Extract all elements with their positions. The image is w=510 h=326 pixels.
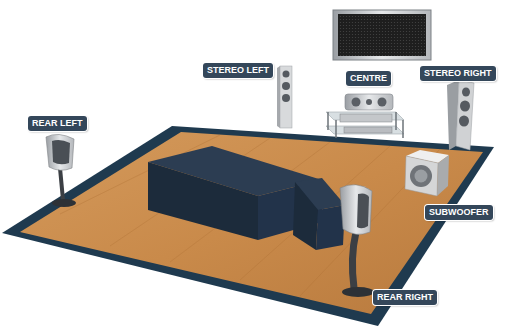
centre-speaker bbox=[345, 94, 393, 110]
speaker-driver bbox=[366, 99, 372, 105]
speaker-driver bbox=[282, 94, 290, 102]
rear-speaker bbox=[340, 185, 372, 235]
wood-floor bbox=[20, 132, 483, 314]
label-text: SUBWOOFER bbox=[429, 207, 489, 218]
speaker-driver bbox=[459, 116, 469, 127]
speaker-driver bbox=[282, 82, 290, 90]
speaker-side bbox=[277, 66, 280, 128]
plank-line bbox=[300, 149, 440, 296]
label-text: REAR LEFT bbox=[32, 118, 83, 129]
subwoofer-cone bbox=[415, 170, 428, 183]
tv-frame bbox=[333, 10, 431, 60]
player bbox=[344, 127, 392, 133]
label-text: STEREO RIGHT bbox=[424, 68, 492, 79]
speaker-driver bbox=[352, 98, 361, 107]
speaker-label: REAR RIGHT bbox=[373, 290, 437, 305]
receiver bbox=[340, 114, 392, 122]
tower-speaker bbox=[280, 66, 292, 128]
speaker-label: SUBWOOFER bbox=[425, 205, 493, 220]
label-text: STEREO LEFT bbox=[207, 65, 269, 76]
subwoofer-driver bbox=[410, 165, 432, 187]
speaker-face bbox=[52, 140, 70, 164]
subwoofer-box bbox=[405, 156, 438, 196]
floor-planks bbox=[60, 135, 440, 296]
label-text: CENTRE bbox=[350, 73, 387, 84]
speaker-label: STEREO RIGHT bbox=[420, 66, 496, 81]
stand-base bbox=[52, 199, 76, 207]
sofa bbox=[148, 146, 345, 250]
sofa-front bbox=[148, 162, 258, 240]
speaker-driver bbox=[462, 88, 470, 97]
tower-speaker bbox=[456, 80, 474, 150]
rack-leg bbox=[327, 112, 329, 130]
speaker-driver bbox=[460, 101, 470, 112]
rack-leg bbox=[402, 120, 404, 138]
speaker-driver bbox=[283, 71, 290, 78]
rear-speaker bbox=[46, 134, 74, 170]
stand-base bbox=[342, 287, 374, 297]
av-rack bbox=[326, 94, 404, 138]
subwoofer-side bbox=[437, 155, 449, 196]
glass-shelf bbox=[326, 126, 404, 134]
speaker-label: STEREO LEFT bbox=[203, 63, 273, 78]
floor-border bbox=[2, 126, 494, 326]
speaker-label: CENTRE bbox=[346, 71, 391, 86]
speaker-stand bbox=[60, 168, 63, 200]
speaker-driver bbox=[378, 98, 387, 107]
sofa-front bbox=[293, 182, 318, 250]
speaker-stand bbox=[352, 232, 356, 288]
tv-screen bbox=[338, 14, 426, 56]
speaker-label: REAR LEFT bbox=[28, 116, 87, 131]
speaker-face bbox=[357, 193, 369, 228]
rack-leg bbox=[335, 120, 337, 138]
label-text: REAR RIGHT bbox=[377, 292, 433, 303]
rack-leg bbox=[395, 112, 397, 130]
sofa-side bbox=[316, 205, 345, 250]
